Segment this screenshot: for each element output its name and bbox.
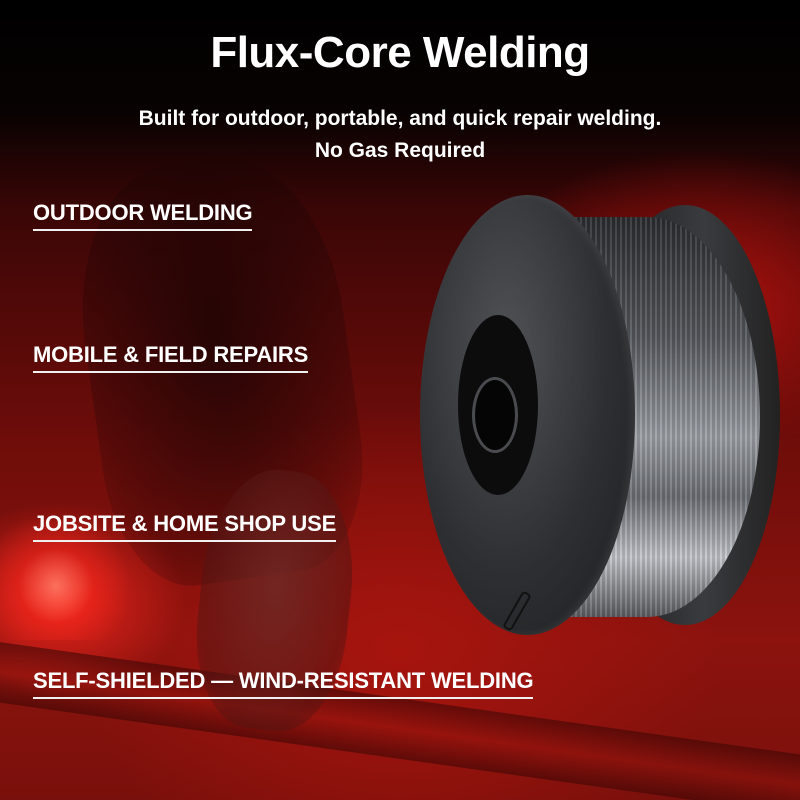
subtitle-line-1: Built for outdoor, portable, and quick r… — [138, 107, 662, 130]
feature-self-shielded: SELF-SHIELDED — WIND-RESISTANT WELDING — [33, 668, 534, 699]
feature-mobile-field-repairs: MOBILE & FIELD REPAIRS — [33, 342, 308, 373]
subtitle: Built for outdoor, portable, and quick r… — [0, 103, 800, 167]
wire-spool-image — [420, 195, 780, 635]
feature-jobsite-home-shop: JOBSITE & HOME SHOP USE — [33, 511, 336, 542]
feature-outdoor-welding: OUTDOOR WELDING — [33, 200, 253, 231]
workpiece-background — [0, 637, 800, 800]
subtitle-line-2: No Gas Required — [314, 139, 486, 162]
spool-hub-ring — [472, 377, 518, 453]
page-title: Flux-Core Welding — [210, 28, 590, 77]
